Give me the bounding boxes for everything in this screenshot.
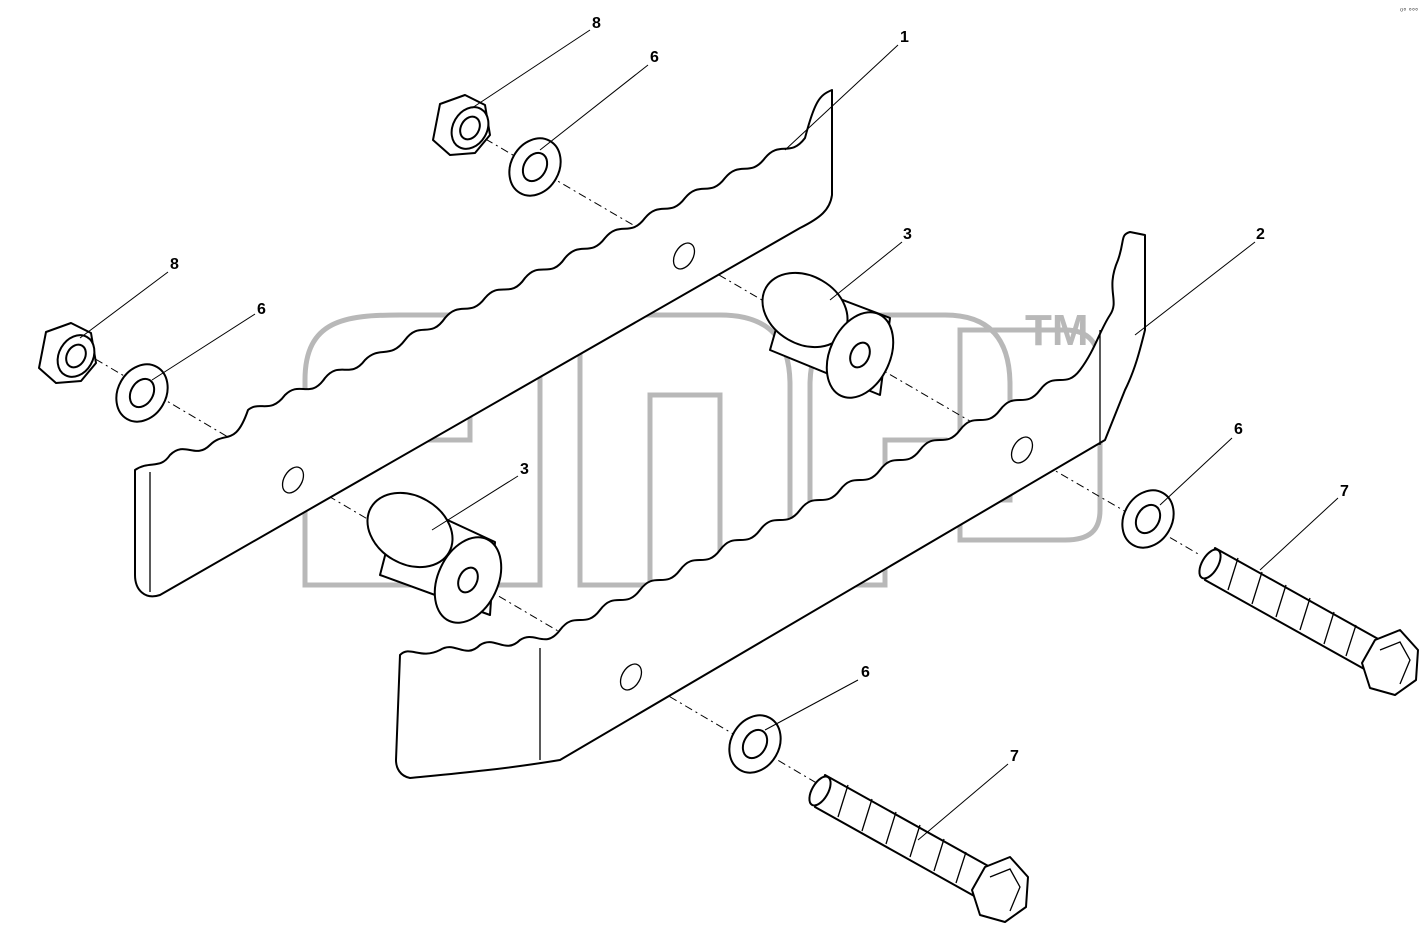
- nut-8-a: [432, 94, 491, 156]
- center-axes: [79, 129, 1201, 786]
- spacer-bushing-3-upper: [761, 271, 895, 399]
- washer-6-b: [115, 363, 169, 423]
- corner-mark: ⁰° °°°: [1400, 7, 1418, 16]
- leader-lines: [79, 29, 1339, 841]
- serrated-plate-1: [134, 89, 833, 598]
- spacer-bushing-3-lower: [366, 491, 503, 624]
- serrated-plate-2: [395, 231, 1146, 779]
- callout-3-upper: 3: [903, 226, 912, 243]
- callout-3-lower: 3: [520, 461, 529, 478]
- callout-6-d: 6: [861, 664, 870, 681]
- callout-7-a: 7: [1340, 483, 1349, 500]
- callout-6-c: 6: [1234, 421, 1243, 438]
- callout-6-a: 6: [650, 49, 659, 66]
- nut-8-b: [38, 322, 97, 384]
- callout-6-b: 6: [257, 301, 266, 318]
- callout-7-b: 7: [1010, 748, 1019, 765]
- bolt-7-lower: [808, 774, 1029, 923]
- callout-2: 2: [1256, 226, 1265, 243]
- callout-1: 1: [900, 29, 909, 46]
- washer-6-a: [508, 137, 562, 197]
- watermark-trademark: TM: [1025, 306, 1089, 355]
- callout-8-b: 8: [170, 256, 179, 273]
- washer-6-d: [728, 714, 782, 774]
- callout-8-a: 8: [592, 15, 601, 32]
- bolt-7-upper: [1198, 547, 1419, 696]
- callout-labels: 1 2 3 3 6 6 6 6 7 7 8 8: [170, 15, 1349, 765]
